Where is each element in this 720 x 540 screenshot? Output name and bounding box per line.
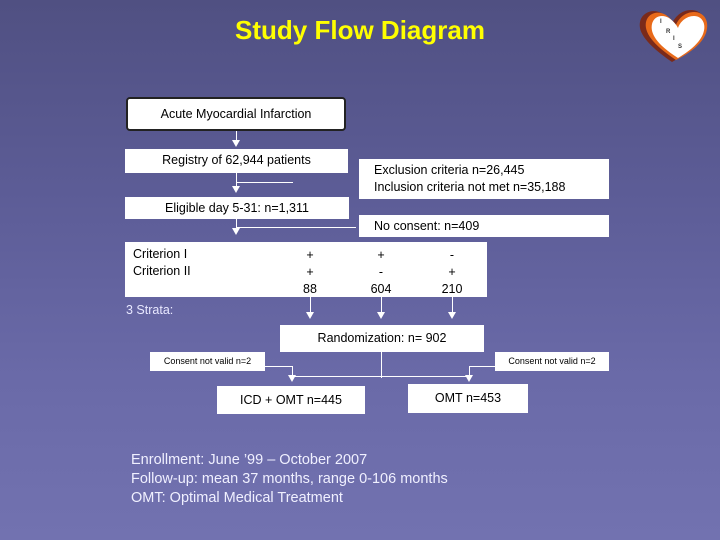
criteria-count: 88: [303, 282, 317, 296]
box-consent-not-valid-right: Consent not valid n=2: [495, 352, 609, 371]
box-registry: Registry of 62,944 patients: [125, 149, 348, 173]
arrow-head: [232, 186, 240, 193]
connector-line: [469, 366, 495, 367]
logo-letter: I: [673, 36, 675, 42]
connector-line: [469, 366, 470, 376]
box-no-consent: No consent: n=409: [359, 215, 609, 237]
arrow-head: [377, 312, 385, 319]
box-icd-omt: ICD + OMT n=445: [217, 386, 365, 414]
connector-line: [292, 366, 293, 376]
connector-line: [381, 296, 382, 312]
connector-line: [236, 227, 356, 228]
criterion-label: Criterion I: [133, 247, 188, 261]
connector-line: [452, 296, 453, 312]
criteria-cell: -: [449, 248, 455, 262]
logo-letter: S: [678, 44, 682, 50]
connector-line: [236, 173, 237, 187]
connector-line: [292, 376, 470, 377]
connector-line: [265, 366, 293, 367]
arrow-head: [288, 375, 296, 382]
footer-line: Follow-up: mean 37 months, range 0-106 m…: [131, 471, 448, 487]
box-omt: OMT n=453: [408, 384, 528, 413]
logo-letter: R: [666, 29, 671, 35]
criteria-count: 210: [441, 282, 463, 296]
footer-line: OMT: Optimal Medical Treatment: [131, 490, 343, 506]
arrow-head: [232, 228, 240, 235]
connector-line: [236, 182, 293, 183]
inclusion-line: Inclusion criteria not met n=35,188: [374, 180, 566, 194]
page-title: Study Flow Diagram: [235, 15, 485, 45]
connector-line: [381, 352, 382, 378]
connector-line: [236, 131, 237, 140]
logo-letter: I: [660, 19, 662, 25]
criteria-column: + - 604: [361, 247, 401, 298]
criteria-count: 604: [370, 282, 392, 296]
box-criteria: Criterion I Criterion II + + 88 + - 604 …: [125, 242, 487, 297]
arrow-head: [448, 312, 456, 319]
box-exclusion: Exclusion criteria n=26,445 Inclusion cr…: [359, 159, 609, 199]
connector-line: [236, 219, 237, 229]
footer-line: Enrollment: June ’99 – October 2007: [131, 452, 368, 468]
criteria-column: + + 88: [290, 247, 330, 298]
criterion-label: Criterion II: [133, 264, 191, 278]
arrow-head: [465, 375, 473, 382]
criteria-cell: +: [306, 265, 314, 279]
criteria-cell: +: [377, 248, 385, 262]
criteria-cell: +: [448, 265, 456, 279]
box-acute-mi: Acute Myocardial Infarction: [126, 97, 346, 131]
footer-notes: Enrollment: June ’99 – October 2007 Foll…: [131, 451, 448, 508]
arrow-head: [306, 312, 314, 319]
box-randomization: Randomization: n= 902: [280, 325, 484, 352]
arrow-head: [232, 140, 240, 147]
criteria-column: - + 210: [432, 247, 472, 298]
box-eligible: Eligible day 5-31: n=1,311: [125, 197, 349, 219]
strata-label: 3 Strata:: [126, 303, 174, 317]
heart-logo-icon: I R I S: [639, 10, 708, 62]
criteria-cell: +: [306, 248, 314, 262]
connector-line: [310, 296, 311, 312]
exclusion-line: Exclusion criteria n=26,445: [374, 163, 525, 177]
box-consent-not-valid-left: Consent not valid n=2: [150, 352, 265, 371]
criteria-cell: -: [378, 265, 384, 279]
